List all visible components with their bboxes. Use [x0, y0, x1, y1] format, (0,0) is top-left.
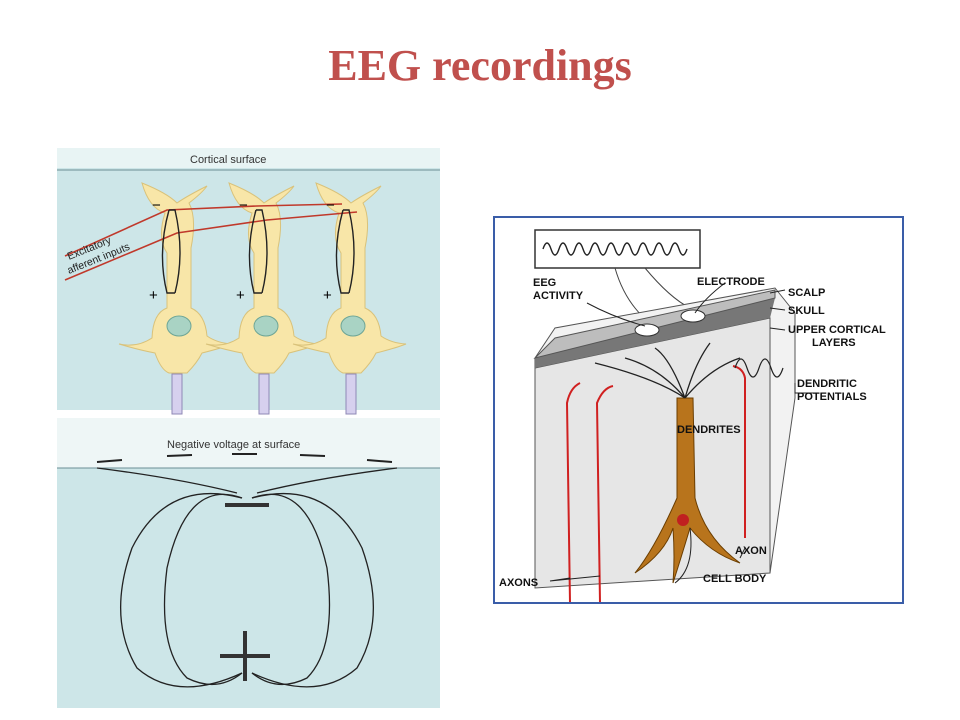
dipole-positive-pole: [220, 631, 270, 681]
surface-minus-dashes: [96, 453, 393, 463]
dipole-field-lines: [96, 467, 398, 688]
negative-voltage-label: Negative voltage at surface: [167, 439, 300, 451]
label-electrode: ELECTRODE: [697, 276, 765, 288]
label-axons: AXONS: [499, 577, 538, 589]
cortical-surface-label: Cortical surface: [190, 154, 266, 166]
label-dendritic-2: POTENTIALS: [797, 391, 867, 403]
axon-2: [595, 385, 614, 604]
label-cell-body: CELL BODY: [703, 573, 767, 585]
eeg-waveform: [542, 242, 688, 256]
cortical-dipole-svg: Cortical surface Excitatory afferent inp…: [57, 148, 440, 708]
pyramidal-neuron-3: [292, 182, 407, 415]
cell-body-nucleus: [677, 514, 689, 526]
label-leader-lines: [549, 282, 815, 584]
dendritic-potential-trace: [734, 358, 784, 378]
label-scalp: SCALP: [788, 287, 825, 299]
minus-sign-3: −: [326, 197, 335, 214]
top-panel-background: [57, 148, 440, 410]
plus-sign-1: +: [149, 287, 158, 304]
axon-1: [565, 382, 581, 604]
minus-sign-2: −: [239, 197, 248, 214]
plus-sign-3: +: [323, 287, 332, 304]
slide-title: EEG recordings: [328, 41, 632, 90]
pyramidal-neuron-2: [205, 182, 320, 415]
eeg-anatomy-svg: EEG ACTIVITY ELECTRODE SCALP SKULL UPPER…: [499, 229, 886, 604]
cortical-dipole-figure: Cortical surface Excitatory afferent inp…: [57, 148, 440, 708]
label-dendritic-1: DENDRITIC: [797, 378, 857, 390]
plus-sign-2: +: [236, 287, 245, 304]
current-loop-1: − +: [149, 197, 181, 304]
electrode-1: [634, 323, 660, 337]
pyramidal-neuron: [594, 342, 741, 584]
cortical-surface-band: [57, 148, 440, 168]
neuron-group: [118, 182, 407, 415]
label-upper-cortical-2: LAYERS: [812, 337, 856, 349]
minus-sign-1: −: [152, 197, 161, 214]
label-eeg-activity-1: EEG: [533, 277, 556, 289]
label-dendrites: DENDRITES: [677, 424, 741, 436]
label-upper-cortical-1: UPPER CORTICAL: [788, 324, 886, 336]
current-loop-2: − +: [236, 197, 268, 304]
pyramidal-neuron-1: [118, 182, 233, 415]
afferent-input-fiber-lower: [64, 211, 358, 281]
eeg-anatomy-figure: EEG ACTIVITY ELECTRODE SCALP SKULL UPPER…: [493, 216, 904, 604]
electrode-wire-2: [644, 267, 691, 309]
label-skull: SKULL: [788, 305, 825, 317]
eeg-trace-box: [534, 229, 701, 269]
anatomy-labels: EEG ACTIVITY ELECTRODE SCALP SKULL UPPER…: [499, 276, 886, 589]
afferent-input-fiber-upper: [64, 203, 343, 257]
label-eeg-activity-2: ACTIVITY: [533, 290, 584, 302]
label-axon: AXON: [735, 545, 767, 557]
electrode-2: [680, 309, 706, 323]
current-loop-3: − +: [323, 197, 355, 304]
